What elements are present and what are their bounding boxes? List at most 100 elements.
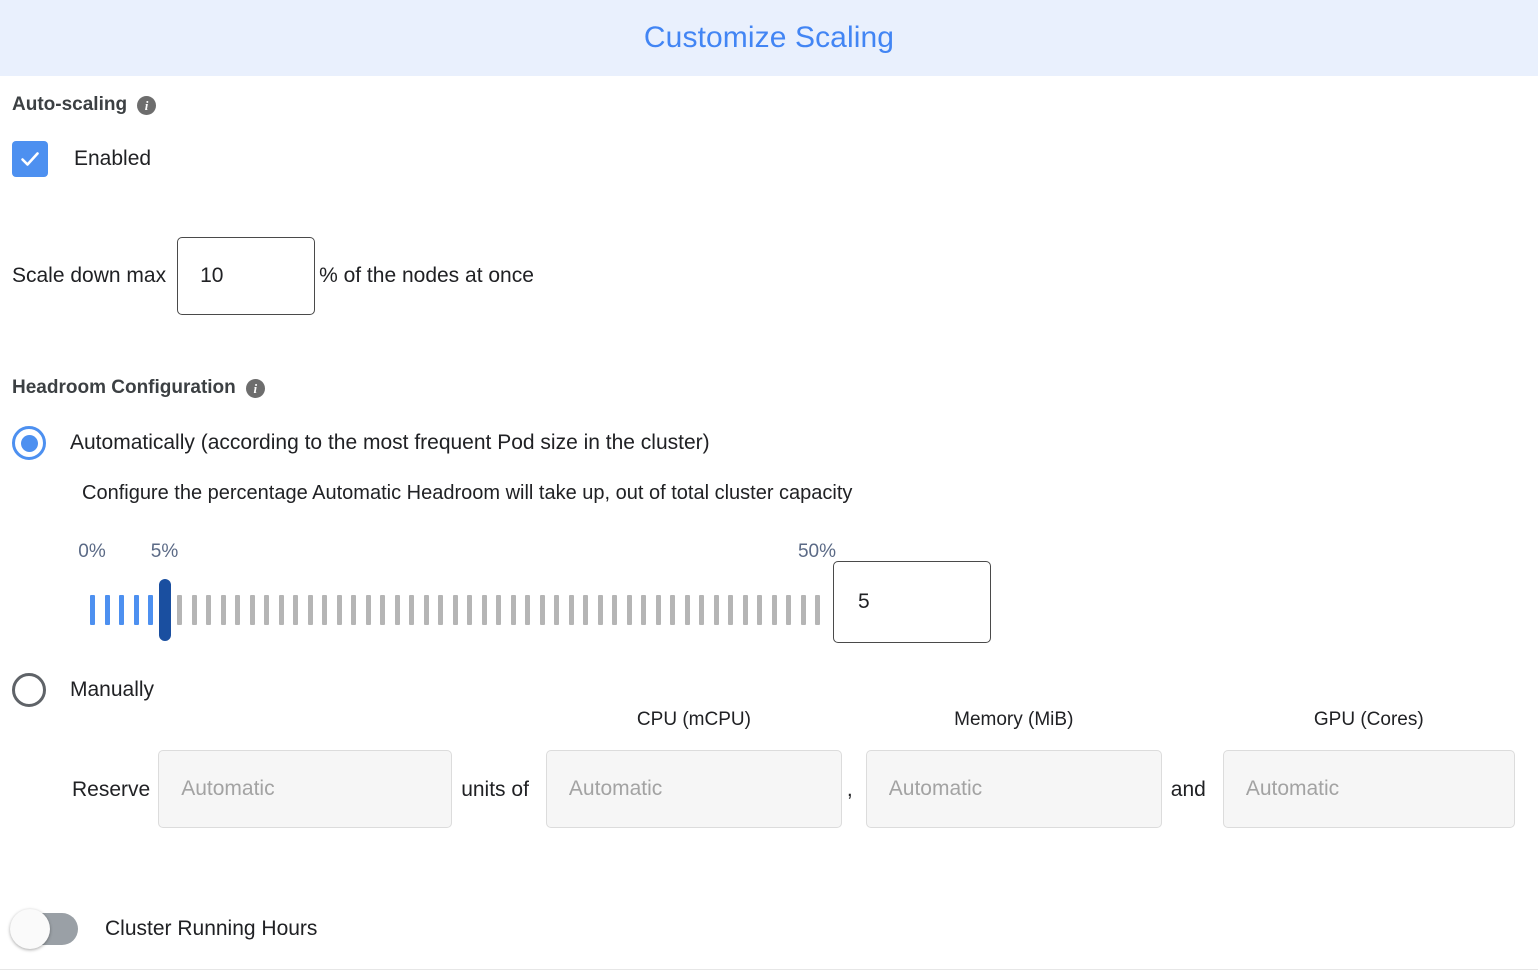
reserve-units-input[interactable] bbox=[158, 750, 453, 828]
slider-tick bbox=[597, 595, 603, 625]
slider-tick bbox=[525, 595, 530, 625]
slider-tick bbox=[336, 595, 342, 625]
memory-caption: Memory (MiB) bbox=[954, 709, 1074, 730]
toggle-knob bbox=[10, 909, 50, 949]
info-icon[interactable]: i bbox=[137, 95, 157, 115]
slider-tick bbox=[235, 595, 240, 625]
headroom-slider[interactable]: 0% 5% 50% bbox=[78, 541, 836, 641]
headroom-automatic-row[interactable]: Automatically (according to the most fre… bbox=[12, 426, 1526, 460]
slider-tick bbox=[713, 595, 719, 625]
slider-tick bbox=[641, 595, 646, 625]
slider-tick bbox=[220, 595, 226, 625]
cluster-running-hours-toggle[interactable] bbox=[10, 909, 78, 949]
headroom-heading: Headroom Configuration i bbox=[12, 377, 1526, 399]
slider-tick bbox=[264, 595, 269, 625]
slider-track[interactable] bbox=[80, 579, 820, 641]
slider-tick bbox=[293, 595, 298, 625]
radio-manually-label: Manually bbox=[70, 678, 155, 701]
slider-tick bbox=[554, 595, 559, 625]
auto-scaling-section: Auto-scaling i Enabled bbox=[12, 94, 1526, 177]
slider-tick bbox=[684, 595, 690, 625]
page-title: Customize Scaling bbox=[643, 21, 895, 54]
slider-tick bbox=[786, 595, 791, 625]
slider-tick bbox=[496, 595, 501, 625]
slider-tick bbox=[742, 595, 748, 625]
slider-tick bbox=[728, 595, 733, 625]
headroom-manual-section: Manually Reserve units of CPU (mCPU) , M… bbox=[12, 673, 1526, 828]
headroom-heading-label: Headroom Configuration bbox=[12, 377, 236, 398]
auto-scaling-enabled-row[interactable]: Enabled bbox=[12, 141, 1526, 177]
comma-joiner: , bbox=[846, 778, 853, 801]
auto-scaling-heading-label: Auto-scaling bbox=[12, 94, 128, 115]
radio-automatic[interactable] bbox=[12, 426, 46, 460]
slider-tick bbox=[119, 595, 124, 625]
slider-tick bbox=[452, 595, 458, 625]
slider-tick bbox=[380, 595, 385, 625]
dialog-body: Auto-scaling i Enabled Scale down max % … bbox=[0, 94, 1538, 949]
headroom-configuration-section: Headroom Configuration i Automatically (… bbox=[12, 377, 1526, 828]
reserve-cpu-group: CPU (mCPU) bbox=[545, 709, 842, 828]
scale-down-max-label: Scale down max bbox=[12, 264, 167, 287]
slider-tick bbox=[583, 595, 588, 625]
enabled-checkbox[interactable] bbox=[12, 141, 48, 177]
slider-tick bbox=[539, 595, 545, 625]
slider-tick bbox=[757, 595, 762, 625]
slider-tick bbox=[177, 595, 182, 625]
slider-tick bbox=[510, 595, 516, 625]
cluster-running-hours-row[interactable]: Cluster Running Hours bbox=[10, 909, 1526, 949]
headroom-automatic-description: Configure the percentage Automatic Headr… bbox=[82, 482, 853, 504]
slider-tick bbox=[191, 595, 197, 625]
scale-down-max-row: Scale down max % of the nodes at once bbox=[12, 237, 1526, 315]
slider-current-label: 5% bbox=[150, 541, 179, 562]
slider-tick bbox=[148, 595, 153, 625]
slider-tick bbox=[568, 595, 574, 625]
reserve-units-group bbox=[158, 709, 453, 828]
slider-tick bbox=[409, 595, 414, 625]
slider-tick bbox=[438, 595, 443, 625]
slider-tick bbox=[322, 595, 327, 625]
radio-automatic-label: Automatically (according to the most fre… bbox=[70, 431, 710, 454]
slider-tick bbox=[670, 595, 675, 625]
reserve-memory-group: Memory (MiB) bbox=[865, 709, 1162, 828]
slider-tick bbox=[612, 595, 617, 625]
reserve-label: Reserve bbox=[72, 778, 151, 801]
slider-tick bbox=[626, 595, 632, 625]
slider-labels: 0% 5% 50% bbox=[78, 541, 836, 567]
slider-tick bbox=[307, 595, 313, 625]
slider-tick bbox=[699, 595, 704, 625]
slider-max-label: 50% bbox=[797, 541, 837, 562]
slider-thumb[interactable] bbox=[158, 579, 171, 641]
headroom-percentage-slider-block: 0% 5% 50% bbox=[12, 541, 1526, 643]
slider-tick bbox=[815, 595, 820, 625]
slider-tick bbox=[278, 595, 284, 625]
headroom-manual-row[interactable]: Manually bbox=[12, 673, 1526, 707]
scale-down-max-suffix: % of the nodes at once bbox=[319, 264, 534, 287]
and-joiner: and bbox=[1170, 778, 1206, 801]
check-icon bbox=[21, 152, 39, 166]
slider-tick bbox=[394, 595, 400, 625]
slider-min-label: 0% bbox=[78, 541, 106, 562]
reserve-cpu-input[interactable] bbox=[545, 750, 842, 828]
slider-tick bbox=[365, 595, 371, 625]
cluster-running-hours-label: Cluster Running Hours bbox=[105, 917, 318, 940]
reserve-row: Reserve units of CPU (mCPU) , Memory (Mi… bbox=[12, 709, 1526, 828]
reserve-gpu-group: GPU (Cores) bbox=[1222, 709, 1515, 828]
slider-tick bbox=[133, 595, 139, 625]
gpu-caption: GPU (Cores) bbox=[1313, 709, 1424, 730]
scale-down-max-input[interactable] bbox=[177, 237, 316, 315]
slider-tick bbox=[423, 595, 429, 625]
reserve-memory-input[interactable] bbox=[865, 750, 1162, 828]
slider-tick bbox=[351, 595, 356, 625]
reserve-gpu-input[interactable] bbox=[1222, 750, 1515, 828]
radio-manually[interactable] bbox=[12, 673, 46, 707]
auto-scaling-heading: Auto-scaling i bbox=[12, 94, 1526, 116]
slider-tick bbox=[206, 595, 211, 625]
headroom-percentage-input[interactable] bbox=[833, 561, 991, 643]
info-icon[interactable]: i bbox=[245, 378, 265, 398]
slider-tick bbox=[467, 595, 472, 625]
slider-tick bbox=[800, 595, 806, 625]
slider-tick bbox=[249, 595, 255, 625]
enabled-checkbox-label: Enabled bbox=[74, 147, 152, 170]
slider-tick bbox=[104, 595, 110, 625]
dialog-header: Customize Scaling bbox=[0, 0, 1538, 76]
